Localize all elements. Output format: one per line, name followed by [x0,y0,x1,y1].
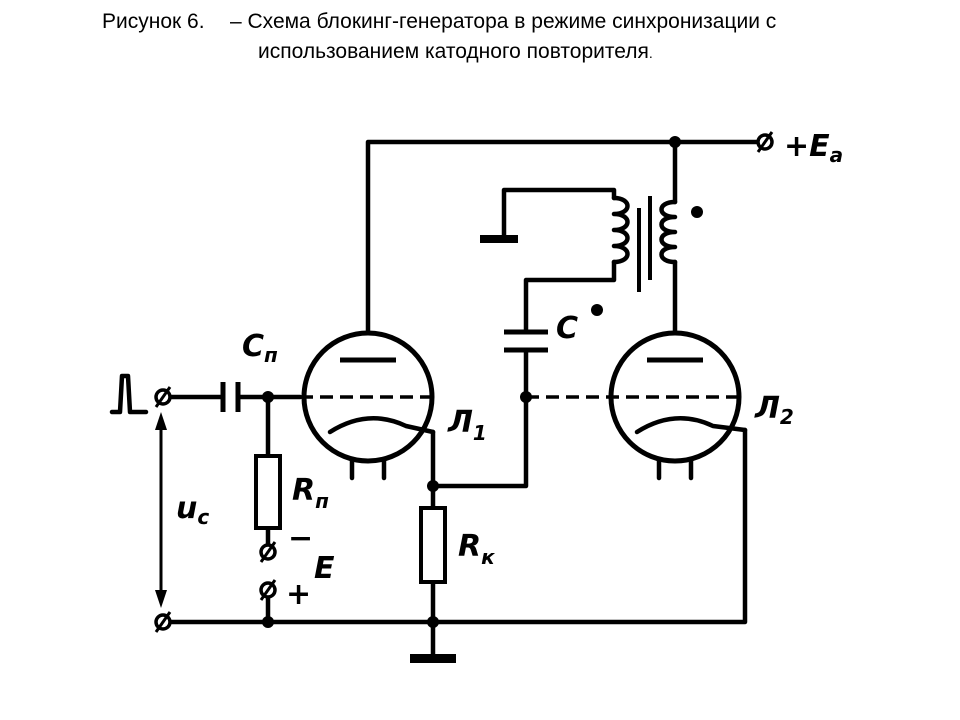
bias-plus-label: + [286,577,311,612]
junction-bias-ground [262,616,274,628]
input-terminal [154,386,172,408]
figure-number: Рисунок 6. [102,10,205,33]
tube-2-heater [656,457,694,481]
sync-voltage-arrowhead-top [155,412,167,430]
junction-rail [669,136,681,148]
bias-plus-terminal [259,579,277,601]
ground-symbols [410,235,518,663]
tube-2-label: Л2 [754,391,794,429]
sync-voltage-label: uc [176,491,209,529]
winding-1-ground-lead [501,187,617,241]
cathode-resistor-label: Rк [458,529,495,569]
terminals [154,131,774,633]
figure-caption-period: . [648,45,653,61]
tube-2 [526,330,748,481]
transformer-winding-1 [611,195,630,265]
wires [155,139,761,658]
junction-ground [427,616,439,628]
pulse-transformer [611,195,678,292]
input-ground-terminal [154,611,172,633]
tube-2-cathode [634,416,748,435]
junction-grid-1 [262,391,274,403]
supply-label: +Ea [784,129,843,167]
bias-minus-label: − [288,521,313,556]
ground-symbol-winding [480,235,518,243]
tube-1-heater [349,457,387,481]
junctions [262,136,703,628]
junction-cathode [427,480,439,492]
winding-polarity-dot-c [591,304,603,316]
supply-terminal [756,131,774,153]
winding-polarity-dot-2 [691,206,703,218]
ground-rail-wire [167,427,748,625]
timing-cap-label: C [556,311,578,346]
transformer-winding-2 [659,199,678,265]
bias-e-label: E [314,551,335,586]
timing-capacitor [504,329,548,353]
figure-caption-line-2: использованием катодного повторителя. [258,40,653,64]
grid-resistor-label: Rп [292,473,329,513]
bias-minus-terminal [259,541,277,563]
ground-symbol-main [410,654,456,663]
sync-capacitor [220,382,241,412]
sync-pulse-symbol [109,373,149,415]
cathode-resistor [419,506,447,584]
sync-cap-label: Cп [242,329,278,367]
winding-1-cap-lead [523,259,617,333]
tube-1 [300,330,436,481]
tube-1-label: Л1 [447,405,487,445]
figure-caption-line-2-text: использованием катодного повторителя [258,40,649,63]
figure-caption-line-1: – Схема блокинг-генератора в режиме синх… [230,10,777,33]
sync-voltage-arrowhead-bottom [155,590,167,608]
grid-resistor [254,454,282,530]
supply-rail-wire [365,139,761,358]
tube-1-cathode [327,416,436,435]
timing-cap-to-cathode-wire [430,349,529,489]
